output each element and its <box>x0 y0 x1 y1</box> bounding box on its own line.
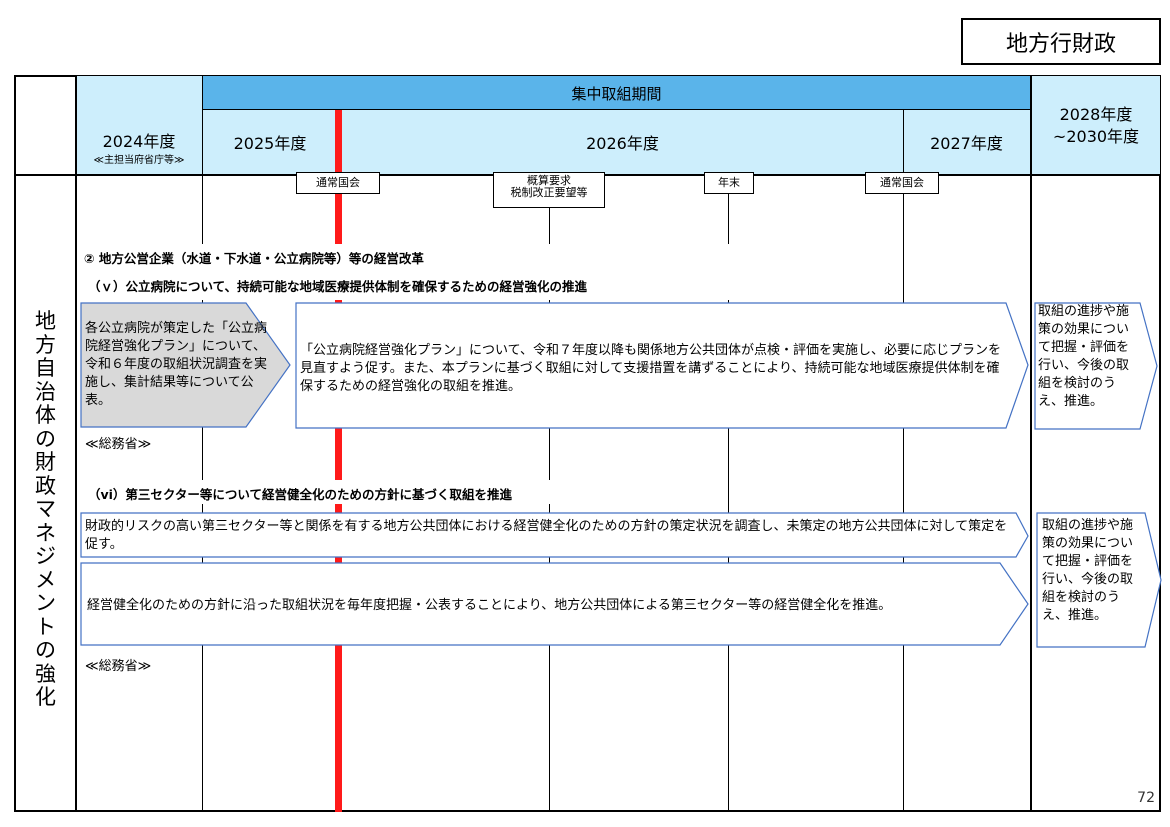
fy2030-label: ~2030年度 <box>1052 127 1140 146</box>
left-title-char: 自 <box>35 356 56 380</box>
col-line-6 <box>903 110 904 812</box>
col-line-1 <box>75 76 77 812</box>
arrow-side-2 <box>1036 512 1162 648</box>
left-title-char: ジ <box>35 544 56 568</box>
left-title-char: の <box>35 426 56 451</box>
event-diet-2: 通常国会 <box>865 172 939 194</box>
fy2024-sub-label: ≪主担当府省庁等≫ <box>93 155 185 166</box>
header-2028-cell <box>1031 76 1160 174</box>
current-date-line <box>335 110 342 812</box>
focus-divider <box>202 109 1031 110</box>
event-budget: 概算要求 税制改正要望等 <box>493 172 605 208</box>
event-budget-line2: 税制改正要望等 <box>510 186 588 199</box>
fy2027-label: 2027年度 <box>930 134 1003 153</box>
left-title-char: 財 <box>35 450 56 474</box>
fy2026-label: 2026年度 <box>586 134 659 153</box>
ministry-label-2: ≪総務省≫ <box>85 659 152 674</box>
box-side1-text: 取組の進捗や施策の効果について把握・評価を行い、今後の取組を検討のうえ、推進。 <box>1038 304 1130 409</box>
col-line-7 <box>1030 76 1032 812</box>
section-title: ② 地方公営企業（水道・下水道・公立病院等）等の経営改革 <box>84 251 424 266</box>
arrow-vi-1 <box>80 512 1029 558</box>
left-title-char: ネ <box>35 520 56 545</box>
box-main-text: 「公立病院経営強化プラン」について、令和７年度以降も関係地方公共団体が点検・評価… <box>300 343 1001 394</box>
header-2024-cell <box>76 76 202 174</box>
col-line-5 <box>728 176 729 812</box>
section-title-bg <box>82 244 842 300</box>
left-title-char: ト <box>35 614 56 639</box>
ministry-label-1: ≪総務省≫ <box>85 437 152 452</box>
left-title-char: 方 <box>35 332 56 357</box>
focus-period-cell <box>202 76 1031 110</box>
left-title-char: ン <box>35 591 56 615</box>
focus-period-label: 集中取組期間 <box>571 84 662 103</box>
left-title: 地方自治体の財政マネジメントの強化 <box>16 309 75 710</box>
event-budget-line1: 概算要求 <box>527 174 571 187</box>
subsection-vi-title: （vi）第三セクター等について経営健全化のための方針に基づく取組を推進 <box>88 487 513 502</box>
col-line-2 <box>202 76 203 812</box>
left-title-char: 政 <box>35 473 56 498</box>
event-diet-1: 通常国会 <box>296 172 380 194</box>
arrow-main-v <box>295 302 1029 429</box>
left-title-char: 地 <box>35 309 56 333</box>
left-title-char: 強 <box>35 661 56 686</box>
left-title-char: メ <box>35 567 56 592</box>
arrow-vi-2 <box>80 562 1029 646</box>
box-2024-text: 各公立病院が策定した「公立病院経営強化プラン」について、令和６年度の取組状況調査… <box>85 321 268 408</box>
fy2025-label: 2025年度 <box>233 134 307 153</box>
fy2024-label: 2024年度 <box>102 132 176 151</box>
page-number: 72 <box>1137 790 1155 806</box>
box-vi2-text: 経営健全化のための方針に沿った取組状況を毎年度把握・公表することにより、地方公共… <box>87 598 892 613</box>
left-title-char: 化 <box>35 685 56 709</box>
category-tag: 地方行財政 <box>961 18 1161 65</box>
fy2028-label: 2028年度 <box>1059 105 1133 124</box>
section-title-bg-2 <box>82 480 582 504</box>
box-vi1-text: 財政的リスクの高い第三セクター等と関係を有する地方公共団体における経営健全化のた… <box>85 519 1008 552</box>
subsection-v-title: （ｖ）公立病院について、持続可能な地域医療提供体制を確保するための経営強化の推進 <box>88 279 588 294</box>
event-year-end: 年末 <box>704 172 754 194</box>
box-side2-text: 取組の進捗や施策の効果について把握・評価を行い、今後の取組を検討のうえ、推進。 <box>1042 518 1134 623</box>
left-title-char: 治 <box>35 379 56 404</box>
left-title-char: マ <box>35 497 56 521</box>
left-title-char: 体 <box>35 403 56 427</box>
left-title-char: の <box>35 638 56 662</box>
arrow-2024-review <box>80 302 291 428</box>
arrow-side-1 <box>1034 302 1158 430</box>
